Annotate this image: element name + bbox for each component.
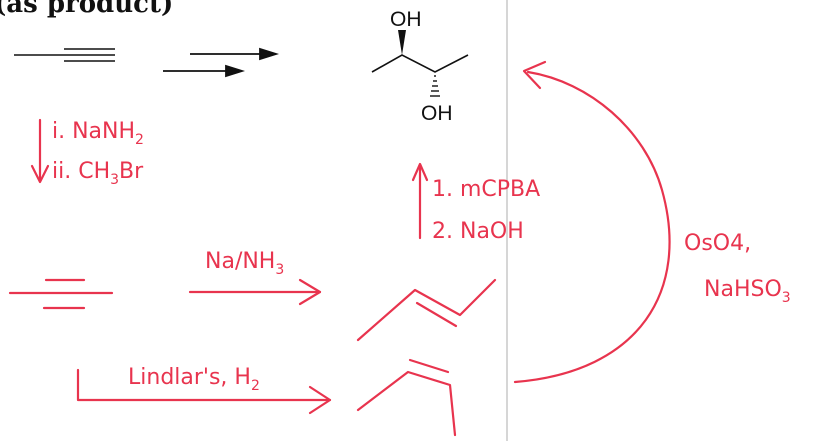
osmium-curved-arrow xyxy=(513,70,671,384)
reagent-step-2-label: ii. CH3Br xyxy=(52,159,144,188)
acetylene-structure xyxy=(14,48,115,62)
blank-double-arrow xyxy=(163,47,280,78)
cis-arrow xyxy=(76,368,332,402)
trans-butene-double-bond xyxy=(415,301,458,328)
wedge-bond xyxy=(398,30,406,55)
osmium-tetroxide-label: OsO4, xyxy=(684,231,751,256)
cis-butene-double-bond xyxy=(408,358,450,374)
trans-arrowhead xyxy=(298,278,322,306)
hashed-bond xyxy=(430,75,440,97)
cis-butene-structure xyxy=(356,370,457,437)
hydroxyl-top-label: OH xyxy=(390,8,422,31)
trans-butene-structure xyxy=(356,278,497,342)
down-arrowhead xyxy=(30,164,50,184)
sodium-bisulfite-label: NaHSO3 xyxy=(704,277,791,306)
hydroxyl-bottom-label: OH xyxy=(421,102,453,125)
reagent-step-1-label: i. NaNH2 xyxy=(52,119,144,148)
heading-text: (as product) xyxy=(0,0,173,19)
butyne-structure xyxy=(8,278,114,310)
mcpba-step-label: 1. mCPBA xyxy=(432,177,540,202)
up-arrowhead xyxy=(411,162,429,182)
osmium-arrowhead xyxy=(522,60,547,90)
lindlar-label: Lindlar's, H2 xyxy=(128,365,260,394)
sodium-ammonia-label: Na/NH3 xyxy=(205,249,284,278)
cis-arrowhead xyxy=(308,385,332,415)
naoh-step-label: 2. NaOH xyxy=(432,219,524,244)
diol-product-structure: OH OH xyxy=(371,8,469,125)
